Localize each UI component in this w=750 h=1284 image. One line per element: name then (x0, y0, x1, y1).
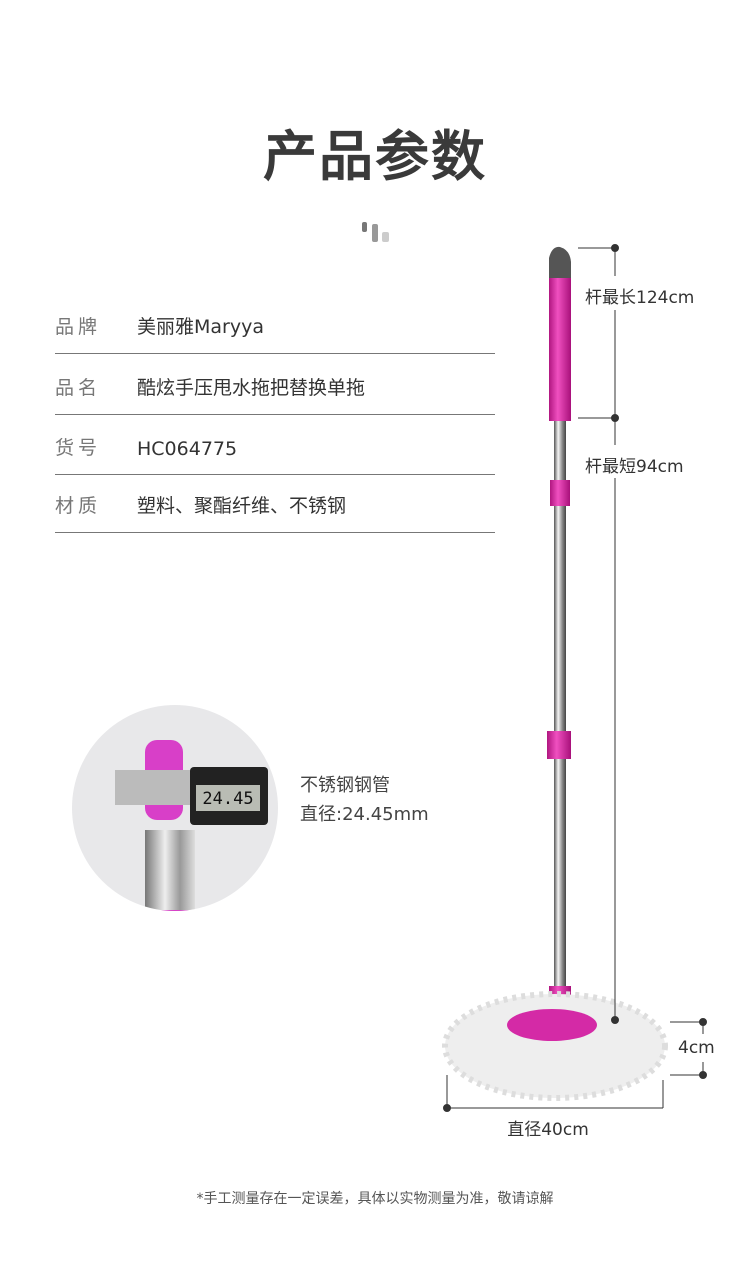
hang-cap (549, 246, 571, 278)
mop-pole (554, 418, 566, 998)
head-height-label: 4cm (678, 1038, 715, 1058)
max-length-label: 杆最长124cm (585, 288, 695, 308)
caliper-photo: 24.45 (72, 705, 278, 911)
head-diameter-label: 直径40cm (507, 1120, 589, 1140)
page-title: 产品参数 (263, 125, 487, 188)
spec-row-name: 品名 酷炫手压甩水拖把替换单拖 (55, 355, 495, 415)
spec-label: 材质 (55, 495, 102, 517)
pink-handle (549, 278, 571, 421)
spec-value: HC064775 (137, 438, 238, 460)
spec-value: 塑料、聚酯纤维、不锈钢 (137, 495, 347, 517)
spec-value: 酷炫手压甩水拖把替换单拖 (137, 377, 366, 399)
caliper-reading: 24.45 (202, 789, 253, 809)
min-length-label: 杆最短94cm (585, 457, 684, 477)
tube-diameter: 直径:24.45mm (300, 804, 429, 825)
footnote: *手工测量存在一定误差，具体以实物测量为准，敬请谅解 (196, 1191, 554, 1207)
decorative-logo-icon (362, 222, 392, 244)
spec-row-sku: 货号 HC064775 (55, 415, 495, 475)
spec-label: 品牌 (55, 316, 102, 338)
spec-label: 货号 (55, 437, 102, 459)
spec-row-material: 材质 塑料、聚酯纤维、不锈钢 (55, 473, 495, 533)
mop-head (442, 991, 668, 1101)
spec-value: 美丽雅Maryya (137, 316, 264, 338)
tube-name: 不锈钢钢管 (300, 775, 390, 796)
spec-row-brand: 品牌 美丽雅Maryya (55, 294, 495, 354)
spec-label: 品名 (55, 377, 102, 399)
